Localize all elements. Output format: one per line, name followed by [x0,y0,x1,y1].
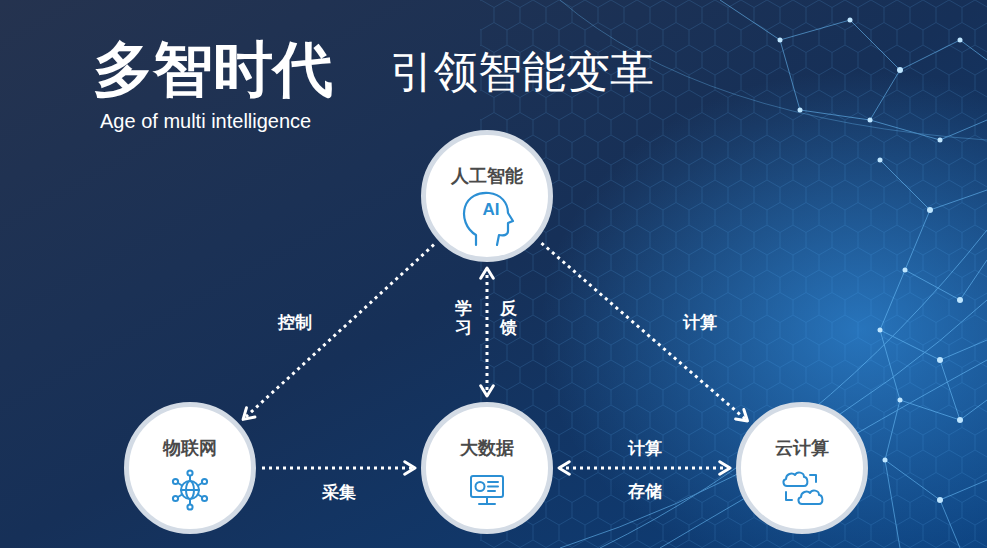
cloud-icon [783,473,822,504]
english-subtitle: Age of multi intelligence [100,109,311,133]
circle-outline [736,402,868,534]
circle-shape [424,133,551,260]
monitor-icon [471,476,503,504]
circle-outline [124,402,256,534]
edge-label: 学习 [455,300,472,337]
dotted-connector [262,467,415,470]
iot-globe-icon [173,470,207,509]
concept-circle: 物联网 [124,402,256,534]
node-label: 物联网 [163,438,217,460]
concept-circle: 云计算 [736,402,868,534]
edge-label: 反馈 [500,300,517,337]
edge-label: 计算 [683,313,717,333]
glow [540,70,987,548]
dotted-connector [486,268,489,396]
icon-text: AI [483,200,500,220]
concept-circle: 大数据 [421,402,553,534]
dotted-connector [243,245,434,420]
node-label: 人工智能 [451,166,523,188]
circle-outline [421,130,553,262]
circle-shape [127,405,254,532]
edge-label: 存储 [628,482,662,502]
concept-circle: 人工智能 AI [421,130,553,262]
circle-shape [424,405,551,532]
dotted-connector [559,467,730,470]
dotted-connector [541,243,747,421]
node-label: 大数据 [460,438,514,460]
edge-label: 计算 [628,439,662,459]
edge-label: 采集 [322,483,356,503]
circle-outline [421,402,553,534]
circle-shape [739,405,866,532]
edge-label: 控制 [278,313,312,333]
ai-head-icon [464,193,513,245]
subtitle: 引领智能变革 [390,46,654,99]
node-label: 云计算 [775,438,829,460]
main-title: 多智时代 [93,34,333,106]
